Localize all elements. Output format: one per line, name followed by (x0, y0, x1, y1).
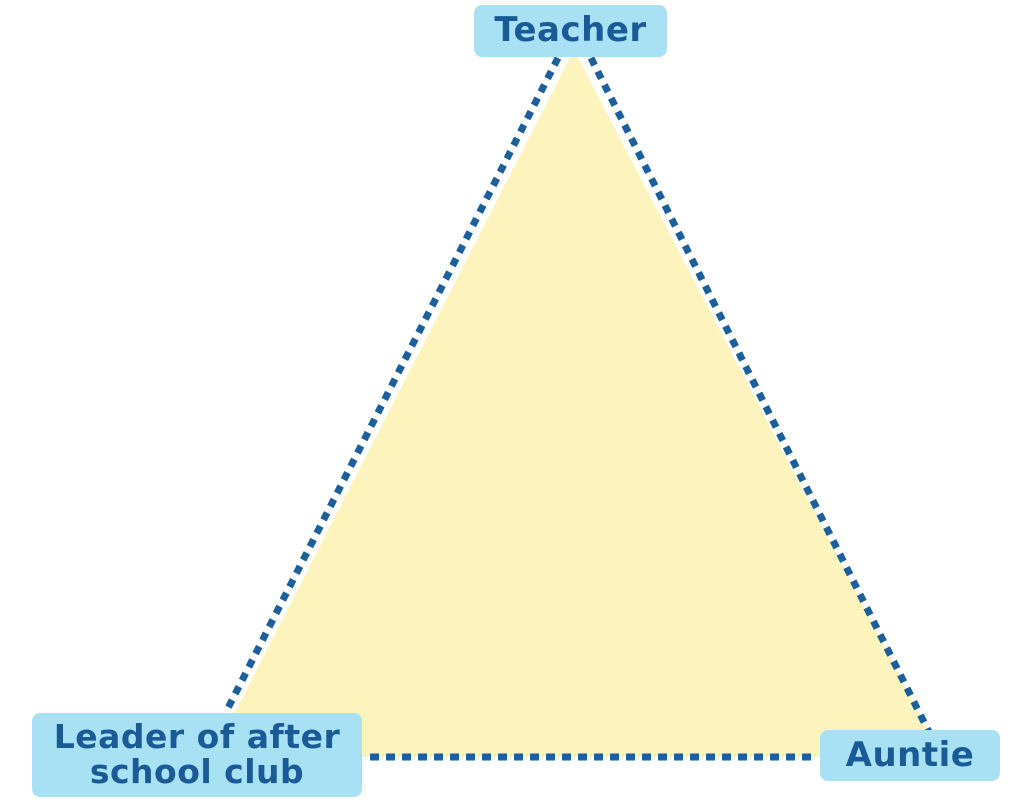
edge-teacher-leader (222, 56, 562, 714)
node-label: Auntie (845, 734, 975, 775)
node-leader-of-after-school-club: Leader of after school club (32, 713, 362, 797)
edge-teacher-auntie (587, 56, 934, 736)
node-label: Teacher (494, 10, 647, 51)
node-label: Leader of after school club (53, 717, 341, 791)
node-teacher: Teacher (474, 5, 667, 57)
triangle-fill (212, 50, 942, 757)
node-auntie: Auntie (820, 730, 1000, 781)
